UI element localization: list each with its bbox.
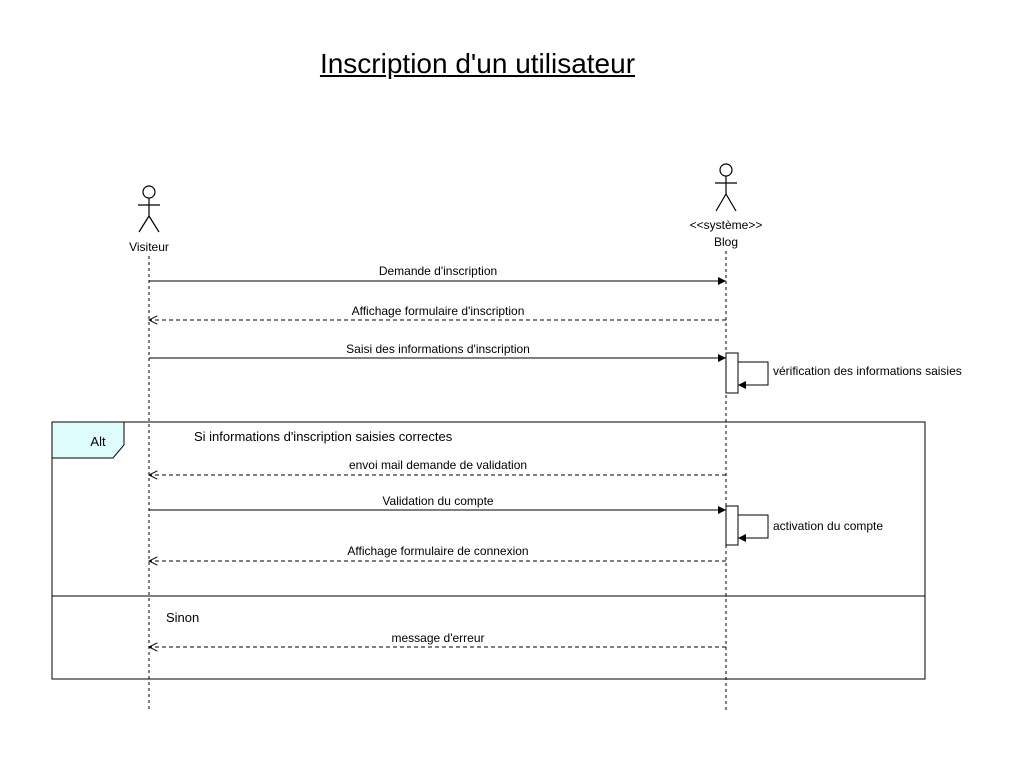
message-label: Validation du compte: [382, 494, 494, 508]
message-demande-inscription[interactable]: Demande d'inscription: [149, 264, 726, 285]
activation-bar-activation: [725, 505, 739, 546]
stick-figure-icon: [715, 163, 737, 212]
fragment-guard-1: Si informations d'inscription saisies co…: [194, 429, 453, 444]
message-affichage-formulaire-inscription[interactable]: Affichage formulaire d'inscription: [149, 304, 726, 320]
message-label: Saisi des informations d'inscription: [346, 342, 530, 356]
self-message-activation[interactable]: activation du compte: [738, 514, 883, 542]
message-envoi-mail-validation[interactable]: envoi mail demande de validation: [149, 458, 726, 475]
message-label: activation du compte: [773, 519, 883, 533]
alt-fragment[interactable]: Alt Si informations d'inscription saisie…: [51, 421, 926, 680]
actor-blog[interactable]: <<système>> Blog: [690, 163, 763, 249]
stick-figure-icon: [138, 185, 160, 233]
actor-visiteur[interactable]: Visiteur: [129, 185, 169, 254]
message-arrow: [738, 361, 769, 389]
message-label: Affichage formulaire d'inscription: [352, 304, 525, 318]
message-validation-compte[interactable]: Validation du compte: [149, 494, 726, 514]
message-label: Demande d'inscription: [379, 264, 497, 278]
message-erreur[interactable]: message d'erreur: [149, 631, 726, 647]
fragment-frame: [51, 421, 926, 680]
message-affichage-formulaire-connexion[interactable]: Affichage formulaire de connexion: [149, 544, 726, 561]
message-saisi-informations[interactable]: Saisi des informations d'inscription: [149, 342, 726, 362]
message-label: vérification des informations saisies: [773, 364, 962, 378]
actor-label-blog: Blog: [714, 235, 738, 249]
message-label: message d'erreur: [392, 631, 485, 645]
actor-stereotype-blog: <<système>>: [690, 218, 763, 232]
diagram-title: Inscription d'un utilisateur: [319, 48, 636, 79]
fragment-operator-tag: [51, 421, 125, 459]
fragment-operator-label: Alt: [90, 434, 106, 449]
fragment-guard-2: Sinon: [166, 610, 199, 625]
activation-bar-verification: [725, 352, 739, 394]
message-label: envoi mail demande de validation: [349, 458, 527, 472]
actor-label-visiteur: Visiteur: [129, 240, 169, 254]
message-arrow: [738, 514, 769, 542]
self-message-verification[interactable]: vérification des informations saisies: [738, 361, 962, 389]
message-label: Affichage formulaire de connexion: [347, 544, 528, 558]
